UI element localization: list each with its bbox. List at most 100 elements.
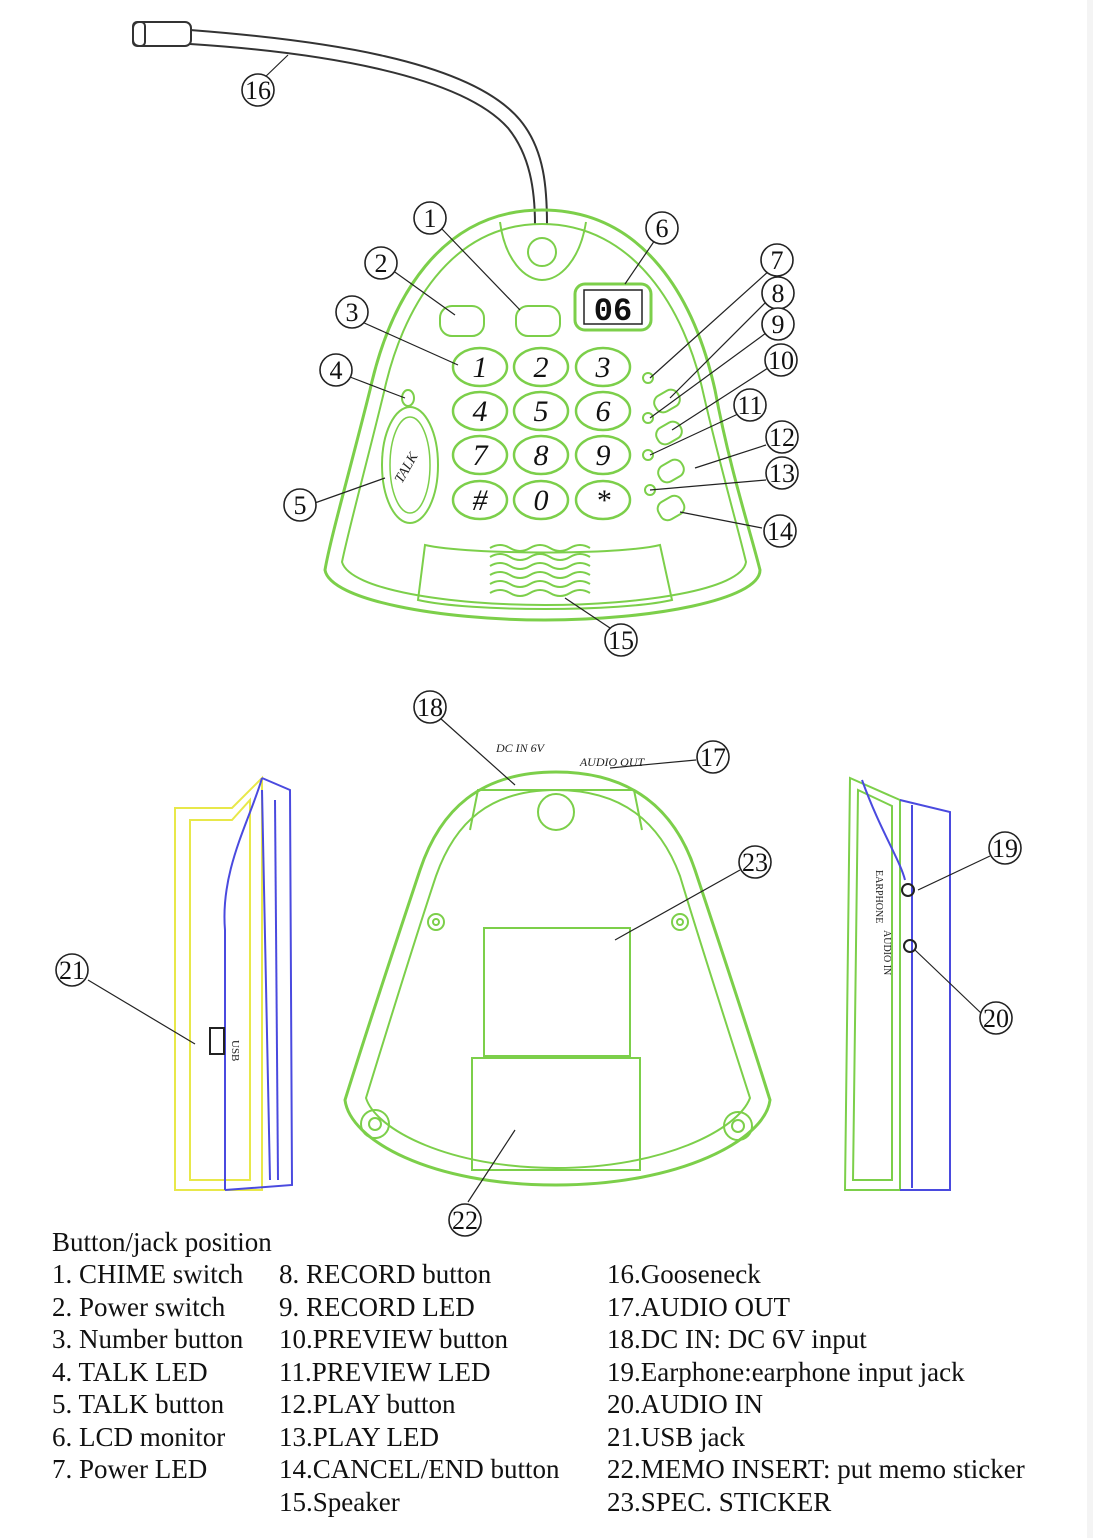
callout-circle	[765, 456, 799, 490]
callout-number: 3	[346, 298, 359, 327]
legend-item: 10.PREVIEW button	[279, 1324, 508, 1354]
bottom-view	[343, 770, 772, 1187]
callout-number: 8	[772, 279, 785, 308]
gooseneck	[132, 21, 548, 226]
talk-label: TALK	[392, 450, 422, 486]
callout-circle	[413, 201, 447, 235]
callout-number: 13	[769, 459, 795, 488]
legend-title: Button/jack position	[52, 1227, 272, 1257]
audio-out-label: AUDIO OUT	[579, 755, 646, 769]
keypad-button	[574, 346, 632, 388]
callout-circle	[696, 740, 730, 774]
callout-circle	[988, 831, 1022, 865]
callout-number: 11	[737, 391, 762, 420]
legend-item: 19.Earphone:earphone input jack	[607, 1356, 965, 1387]
callout-circle	[765, 420, 799, 454]
callout-circle	[283, 488, 317, 522]
audio-in-label: AUDIO IN	[881, 930, 892, 975]
callout-number: 22	[452, 1206, 478, 1235]
talk-button	[381, 406, 439, 524]
legend-item: 1. CHIME switch	[52, 1259, 244, 1289]
legend-item: 13.PLAY LED	[279, 1421, 440, 1452]
legend-item: 22.MEMO INSERT: put memo sticker	[607, 1454, 1025, 1484]
callout-circle	[645, 211, 679, 245]
legend-item: 20.AUDIO IN	[607, 1389, 763, 1419]
callout-number: 1	[424, 204, 437, 233]
keypad-button	[451, 346, 509, 388]
callout-circle	[764, 343, 798, 377]
keypad-button	[512, 479, 570, 521]
legend-item: 21.USB jack	[607, 1421, 745, 1452]
callout-number: 20	[983, 1004, 1009, 1033]
callout-circle	[761, 307, 795, 341]
keypad-label: 4	[473, 395, 488, 428]
left-side-view	[174, 775, 294, 1191]
keypad-label: 2	[534, 351, 549, 384]
lcd-monitor: 06	[573, 282, 653, 332]
callout-circle	[335, 295, 369, 329]
callout-number: 9	[772, 310, 785, 339]
callout-number: 7	[771, 246, 784, 275]
dc-in-label: DC IN 6V	[495, 741, 546, 755]
callout-circle	[763, 514, 797, 548]
keypad-label: 9	[596, 439, 611, 472]
callout-number: 18	[417, 693, 443, 722]
legend-item: 16.Gooseneck	[607, 1259, 761, 1289]
callout-number: 10	[768, 346, 794, 375]
earphone-label: EARPHONE	[873, 870, 884, 923]
keypad-label: 5	[534, 395, 549, 428]
callout-circle	[733, 388, 767, 422]
legend-item: 18.DC IN: DC 6V input	[607, 1324, 867, 1354]
keypad-label: *	[596, 484, 611, 517]
callout-number: 4	[330, 356, 343, 385]
legend-item: 6. LCD monitor	[52, 1421, 226, 1452]
keypad-label: 1	[473, 351, 488, 384]
keypad-button	[451, 434, 509, 476]
legend-item: 14.CANCEL/END button	[279, 1454, 560, 1484]
callout-circle	[738, 845, 772, 879]
power-switch	[439, 305, 485, 337]
callout-circle	[604, 623, 638, 657]
callout-circle	[364, 246, 398, 280]
keypad-label: 3	[595, 351, 611, 384]
legend-column-1: 1. CHIME switch 2. Power switch 3. Numbe…	[52, 1258, 243, 1486]
callout-number: 14	[767, 517, 793, 546]
keypad-label: 7	[473, 439, 490, 472]
callout-circle	[413, 690, 447, 724]
legend-item: 3. Number button	[52, 1324, 244, 1354]
callout-number: 5	[294, 491, 307, 520]
keypad-button	[574, 479, 632, 521]
talk-led	[401, 389, 415, 407]
keypad-button	[574, 390, 632, 432]
legend-item: 2. Power switch	[52, 1291, 226, 1322]
callout-number: 17	[700, 743, 726, 772]
legend-item: 12.PLAY button	[279, 1389, 456, 1419]
callout-number: 12	[769, 423, 795, 452]
legend-item: 17.AUDIO OUT	[607, 1291, 790, 1322]
callout-circle	[241, 73, 275, 107]
keypad-button	[512, 346, 570, 388]
legend-item: 23.SPEC. STICKER	[607, 1486, 832, 1517]
legend-item: 15.Speaker	[279, 1486, 400, 1517]
legend-item: 4. TALK LED	[52, 1356, 208, 1387]
callout-number: 15	[608, 626, 634, 655]
memo-insert	[471, 1057, 641, 1171]
function-buttons	[642, 372, 686, 522]
keypad-label: 6	[596, 395, 611, 428]
callout-circle	[760, 243, 794, 277]
keypad-button	[512, 434, 570, 476]
legend-item: 8. RECORD button	[279, 1259, 492, 1289]
callout-number: 6	[656, 214, 669, 243]
keypad-label: 0	[534, 484, 549, 517]
page-edge	[1087, 0, 1093, 1538]
keypad-button	[451, 390, 509, 432]
keypad-button	[451, 479, 509, 521]
callout-circle	[319, 353, 353, 387]
right-side-view	[843, 776, 951, 1191]
callout-number: 23	[742, 848, 768, 877]
keypad-label: #	[473, 484, 489, 517]
spec-sticker	[483, 927, 631, 1057]
keypad-label: 8	[534, 439, 549, 472]
